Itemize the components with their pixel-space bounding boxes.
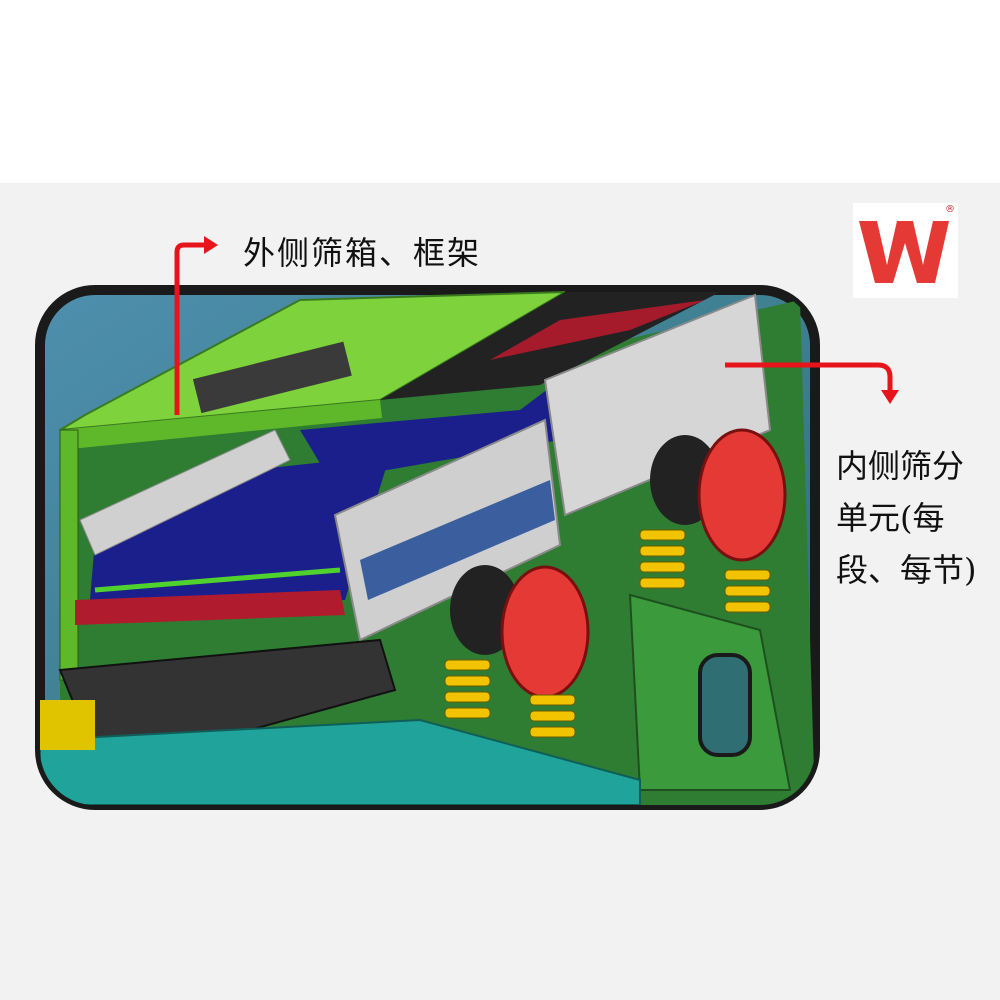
wm-logo-mark: [859, 221, 949, 283]
wm-logo: [853, 203, 958, 298]
inner-unit-arrow: [725, 362, 893, 392]
vibrator-motor-rear: [697, 428, 787, 562]
lower-screen-deck: [90, 455, 390, 600]
upper-screen-deck: [300, 380, 560, 480]
outer-frame-arrow: [174, 242, 208, 415]
teal-base: [40, 718, 641, 805]
vibrator-motor-front: [500, 565, 590, 699]
cover-hatch: [192, 341, 352, 414]
inner-unit-label: 内侧筛分 单元(每 段、每节): [836, 440, 996, 596]
inner-unit-label-line: 内侧筛分: [836, 447, 965, 485]
inner-screen-panel-rear: [543, 293, 772, 517]
inner-unit-label-line: 段、每节): [836, 551, 977, 589]
support-springs: [444, 529, 771, 738]
outer-frame-label: 外侧筛箱、框架: [243, 234, 482, 272]
inner-unit-label-line: 单元(每: [836, 499, 945, 537]
registered-mark: ®: [945, 204, 955, 215]
